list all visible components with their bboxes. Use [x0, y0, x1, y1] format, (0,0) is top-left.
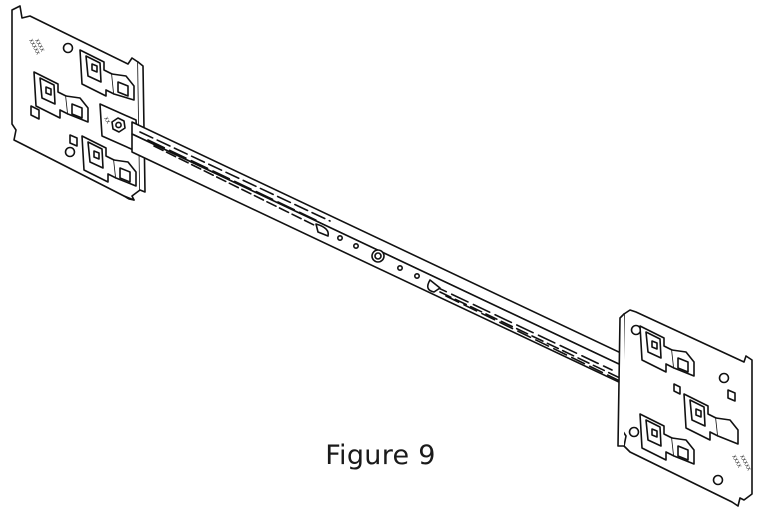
svg-text:XXXX: XXXX [33, 38, 45, 53]
crossbar: XX [99, 103, 655, 409]
mounting-bracket-left: XXXXX XXXX [11, 5, 146, 201]
hex-nut-left [111, 117, 126, 133]
mounting-bracket-right: XXXX XXXXX [617, 309, 753, 507]
svg-text:XXXX: XXXX [730, 454, 742, 469]
center-stud [371, 249, 385, 263]
figure-caption: Figure 9 [325, 440, 436, 471]
svg-text:XX: XX [102, 116, 111, 125]
